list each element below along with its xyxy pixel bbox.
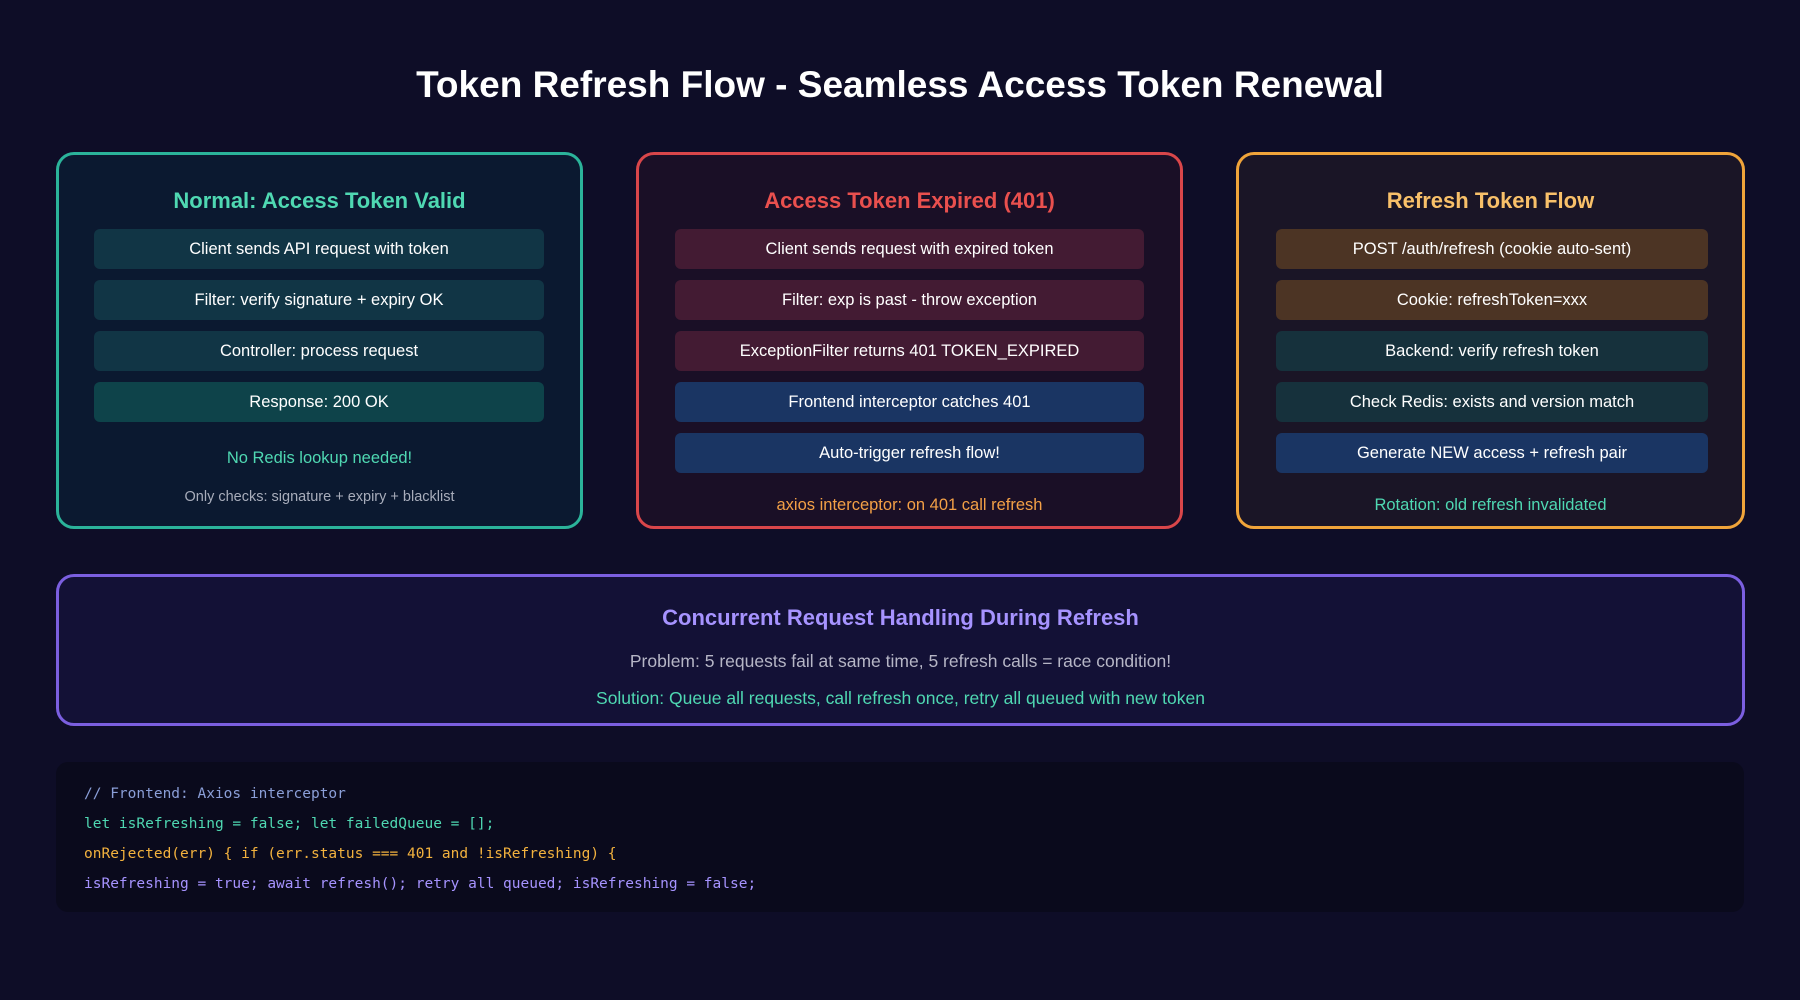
refresh-step-3: Backend: verify refresh token [1276,331,1708,371]
normal-step-4: Response: 200 OK [94,382,544,422]
refresh-step-1: POST /auth/refresh (cookie auto-sent) [1276,229,1708,269]
code-line-condition: onRejected(err) { if (err.status === 401… [84,846,617,862]
code-line-declare: let isRefreshing = false; let failedQueu… [84,816,495,832]
expired-step-3: ExceptionFilter returns 401 TOKEN_EXPIRE… [675,331,1144,371]
refresh-step-4: Check Redis: exists and version match [1276,382,1708,422]
refresh-step-2: Cookie: refreshToken=xxx [1276,280,1708,320]
concurrent-problem: Problem: 5 requests fail at same time, 5… [629,651,1172,671]
normal-flow-title: Normal: Access Token Valid [173,188,466,213]
concurrent-title: Concurrent Request Handling During Refre… [662,605,1139,630]
normal-step-2: Filter: verify signature + expiry OK [94,280,544,320]
expired-step-1: Client sends request with expired token [675,229,1144,269]
code-line-body: isRefreshing = true; await refresh(); re… [84,876,757,892]
refresh-step-5: Generate NEW access + refresh pair [1276,433,1708,473]
expired-flow-panel: Access Token Expired (401) Client sends … [636,152,1183,529]
code-line-comment: // Frontend: Axios interceptor [84,786,346,802]
expired-note: axios interceptor: on 401 call refresh [776,496,1043,514]
expired-step-4: Frontend interceptor catches 401 [675,382,1144,422]
code-snippet: // Frontend: Axios interceptor let isRef… [56,762,1744,912]
normal-flow-panel: Normal: Access Token Valid Client sends … [56,152,583,529]
refresh-note: Rotation: old refresh invalidated [1374,496,1607,514]
refresh-flow-title: Refresh Token Flow [1386,188,1595,213]
expired-flow-title: Access Token Expired (401) [764,188,1055,213]
normal-step-1: Client sends API request with token [94,229,544,269]
concurrent-solution: Solution: Queue all requests, call refre… [596,688,1205,708]
page-title: Token Refresh Flow - Seamless Access Tok… [416,64,1384,105]
normal-note: No Redis lookup needed! [226,449,413,467]
normal-subnote: Only checks: signature + expiry + blackl… [184,489,455,505]
normal-step-3: Controller: process request [94,331,544,371]
concurrent-handling-panel: Concurrent Request Handling During Refre… [56,574,1745,726]
expired-step-2: Filter: exp is past - throw exception [675,280,1144,320]
expired-step-5: Auto-trigger refresh flow! [675,433,1144,473]
refresh-flow-panel: Refresh Token Flow POST /auth/refresh (c… [1236,152,1745,529]
